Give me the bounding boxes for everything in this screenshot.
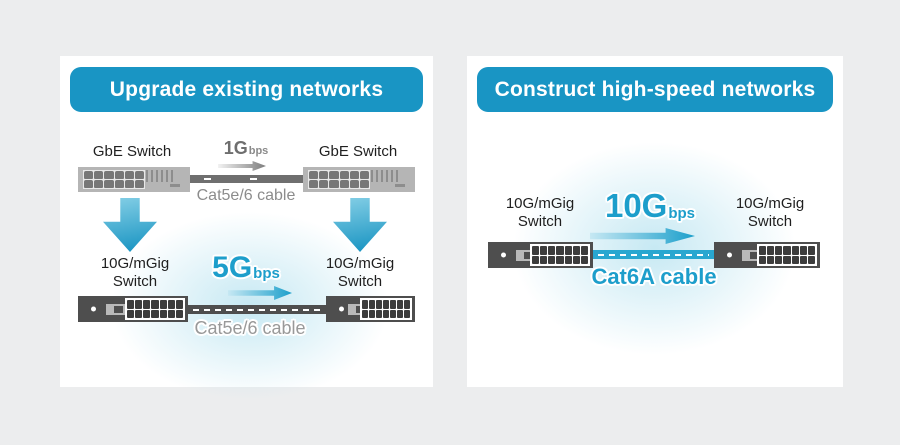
switch-port-grid xyxy=(530,244,590,266)
speed-arrow-icon-10g xyxy=(590,228,695,244)
cable-label-top: Cat5e/6 cable xyxy=(196,187,296,204)
switch-uplink-port xyxy=(106,304,131,315)
speed-arrow-icon-5g xyxy=(228,286,292,300)
speed-label-5g: 5Gbps xyxy=(176,251,316,285)
switch-port-grid xyxy=(757,244,817,266)
switch-led xyxy=(339,306,344,312)
construct-title-badge: Construct high-speed networks xyxy=(477,67,833,112)
label-line1: 10G/mGig xyxy=(735,195,805,212)
switch-notch xyxy=(170,184,180,187)
gbe-switch-label-left: GbE Switch xyxy=(92,143,172,160)
speed-value: 5G xyxy=(212,251,253,284)
gbe-switch-label-right: GbE Switch xyxy=(318,143,398,160)
mgig-switch-icon-right xyxy=(714,242,820,268)
mgig-switch-label-right: 10G/mGig Switch xyxy=(710,195,830,231)
speed-label-10g: 10Gbps xyxy=(570,187,730,225)
panel-construct-highspeed: Construct high-speed networks 10G/mGig S… xyxy=(467,56,843,387)
cat5e-cable-bottom xyxy=(188,305,326,314)
switch-led xyxy=(727,252,732,258)
panel-upgrade-existing: Upgrade existing networks GbE Switch 1Gb… xyxy=(60,56,433,401)
switch-port-grid xyxy=(83,170,145,189)
gbe-switch-icon-left xyxy=(78,167,190,192)
speed-value: 1G xyxy=(223,138,248,158)
mgig-switch-label-right: 10G/mGig Switch xyxy=(300,255,420,291)
label-line2: Switch xyxy=(747,213,793,230)
cable-label-cat6a: Cat6A cable xyxy=(591,264,717,289)
cat5e-cable-top xyxy=(190,175,303,183)
label-line1: 10G/mGig xyxy=(100,255,170,272)
switch-uplink-port xyxy=(516,250,541,261)
switch-vents xyxy=(371,170,399,182)
speed-value: 10G xyxy=(604,187,668,224)
cable-dashes xyxy=(598,253,709,256)
switch-vents xyxy=(146,170,174,182)
gbe-switch-icon-right xyxy=(303,167,415,192)
speed-arrow-icon-1g xyxy=(218,161,266,171)
speed-unit: bps xyxy=(668,205,696,222)
label-line2: Switch xyxy=(517,213,563,230)
mgig-switch-label-left: 10G/mGig Switch xyxy=(480,195,600,231)
cat6a-cable xyxy=(593,250,714,259)
switch-uplink-port xyxy=(742,250,767,261)
switch-port-grid xyxy=(360,298,412,320)
speed-label-1g: 1Gbps xyxy=(196,138,296,159)
label-line2: Switch xyxy=(337,273,383,290)
speed-unit: bps xyxy=(248,145,269,157)
switch-led xyxy=(91,306,96,312)
mgig-switch-icon-left xyxy=(78,296,188,322)
construct-title: Construct high-speed networks xyxy=(494,77,816,101)
label-line2: Switch xyxy=(112,273,158,290)
switch-port-grid xyxy=(125,298,185,320)
down-arrow-icon-left xyxy=(103,198,157,252)
mgig-switch-icon-right xyxy=(326,296,415,322)
down-arrow-icon-right xyxy=(333,198,387,252)
label-line1: 10G/mGig xyxy=(325,255,395,272)
switch-notch xyxy=(395,184,405,187)
upgrade-title: Upgrade existing networks xyxy=(109,77,384,101)
speed-unit: bps xyxy=(253,265,280,282)
cable-dashes xyxy=(204,178,289,180)
switch-led xyxy=(501,252,506,258)
cable-label-bottom: Cat5e/6 cable xyxy=(194,318,306,338)
upgrade-title-badge: Upgrade existing networks xyxy=(70,67,423,112)
label-line1: 10G/mGig xyxy=(505,195,575,212)
switch-port-grid xyxy=(308,170,370,189)
mgig-switch-icon-left xyxy=(488,242,593,268)
mgig-switch-label-left: 10G/mGig Switch xyxy=(75,255,195,291)
cable-dashes xyxy=(193,308,321,311)
